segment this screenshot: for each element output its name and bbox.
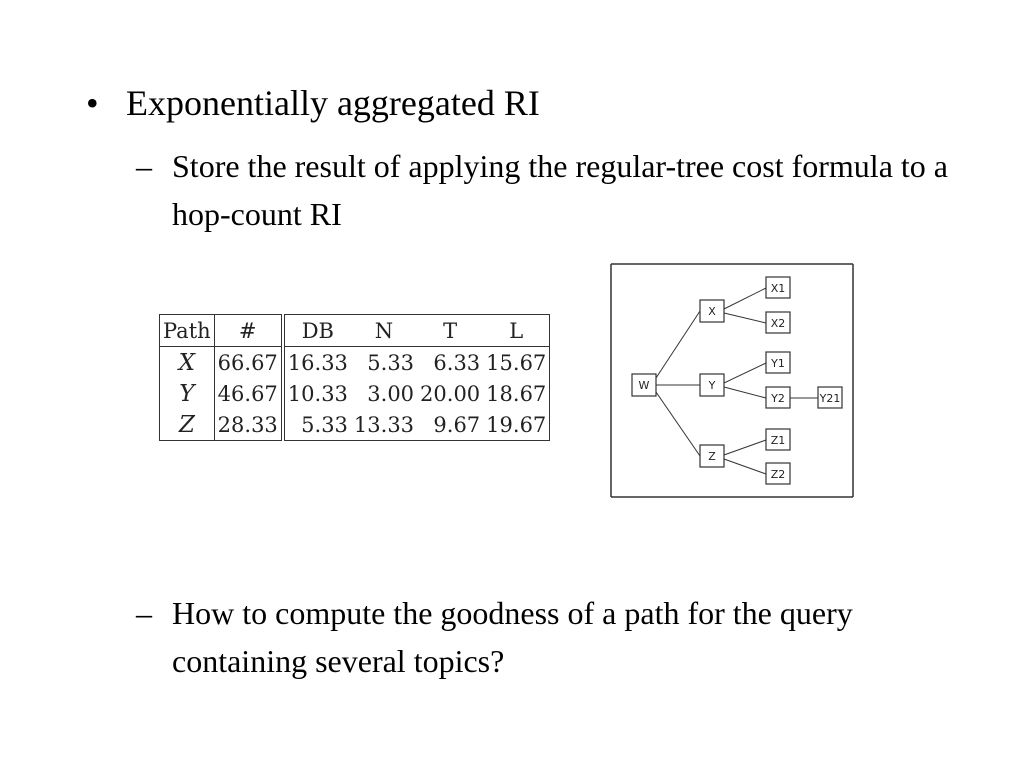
row-path-label: X <box>159 346 215 378</box>
edge-y-y2 <box>723 386 767 399</box>
row-path-label: Y <box>159 378 215 409</box>
cell-hash: 28.33 <box>214 409 285 441</box>
cell-t: 20.00 <box>420 381 481 406</box>
table-header-row: Path # DB N T L <box>159 314 551 347</box>
label-y2: Y2 <box>770 392 785 405</box>
edge-w-x <box>655 310 701 379</box>
cell-db: 16.33 <box>287 350 348 375</box>
sub-bullet-mark: – <box>136 595 152 631</box>
node-y21 <box>817 386 843 409</box>
node-w <box>631 373 657 397</box>
table-row: Y 46.67 10.33 3.00 20.00 18.67 <box>159 378 551 409</box>
header-hash: # <box>214 314 285 347</box>
label-z1: Z1 <box>771 434 786 447</box>
header-db: DB <box>282 314 351 347</box>
node-y1 <box>765 351 791 374</box>
node-x <box>699 299 725 323</box>
header-path: Path <box>159 314 215 347</box>
cell-l: 15.67 <box>483 346 551 378</box>
label-w: W <box>639 379 650 392</box>
edge-x-x2 <box>723 312 767 324</box>
table-row: X 66.67 16.33 5.33 6.33 15.67 <box>159 346 551 378</box>
label-y: Y <box>708 379 716 392</box>
cell-db: 5.33 <box>282 409 351 441</box>
cell-n: 5.33 <box>367 350 415 375</box>
node-z <box>699 444 725 468</box>
sub-bullet-mark: – <box>136 148 152 184</box>
edge-z-z1 <box>723 439 767 456</box>
edge-y-y1 <box>723 362 767 384</box>
edge-z-z2 <box>723 458 767 475</box>
label-y21: Y21 <box>819 392 841 405</box>
node-z1 <box>765 428 791 451</box>
cell-db: 10.33 <box>287 381 348 406</box>
tree-diagram-svg: W X Y Z X1 X2 Y1 Y2 Y21 Z1 Z2 <box>610 263 854 498</box>
label-z2: Z2 <box>771 468 786 481</box>
row-path-label: Z <box>159 409 215 441</box>
node-z2 <box>765 462 791 485</box>
node-y2 <box>765 386 791 409</box>
sub-bullet-question-text: How to compute the goodness of a path fo… <box>172 595 853 679</box>
label-x1: X1 <box>771 282 786 295</box>
node-x1 <box>765 276 791 299</box>
node-x2 <box>765 311 791 334</box>
cell-n: 13.33 <box>350 409 418 441</box>
tree-diagram: W X Y Z X1 X2 Y1 Y2 Y21 Z1 Z2 <box>610 263 854 498</box>
header-t: T <box>417 314 484 347</box>
bullet-mark: • <box>86 83 99 123</box>
tree-nodes <box>631 276 843 485</box>
tree-labels: W X Y Z X1 X2 Y1 Y2 Y21 Z1 Z2 <box>639 282 841 481</box>
edge-w-z <box>655 391 701 457</box>
node-y <box>699 373 725 397</box>
cell-t: 6.33 <box>433 350 481 375</box>
cell-hash: 46.67 <box>214 378 285 409</box>
cell-hash: 66.67 <box>214 346 285 378</box>
header-l: L <box>483 314 551 347</box>
tree-edges <box>655 287 818 475</box>
header-n: N <box>350 314 418 347</box>
label-z: Z <box>708 450 716 463</box>
cell-l: 18.67 <box>483 378 551 409</box>
main-bullet-text: Exponentially aggregated RI <box>126 83 540 123</box>
cell-t: 9.67 <box>417 409 484 441</box>
cell-l: 19.67 <box>483 409 551 441</box>
sub-bullet-store-text: Store the result of applying the regular… <box>172 148 948 232</box>
label-x2: X2 <box>771 317 786 330</box>
label-y1: Y1 <box>770 357 785 370</box>
edge-x-x1 <box>723 287 767 310</box>
table-row: Z 28.33 5.33 13.33 9.67 19.67 <box>159 409 551 441</box>
label-x: X <box>708 305 716 318</box>
diagram-frame <box>610 263 854 498</box>
cell-n: 3.00 <box>367 381 415 406</box>
path-cost-table: Path # DB N T L X 66.67 16.33 5.33 6.33 … <box>159 314 551 441</box>
